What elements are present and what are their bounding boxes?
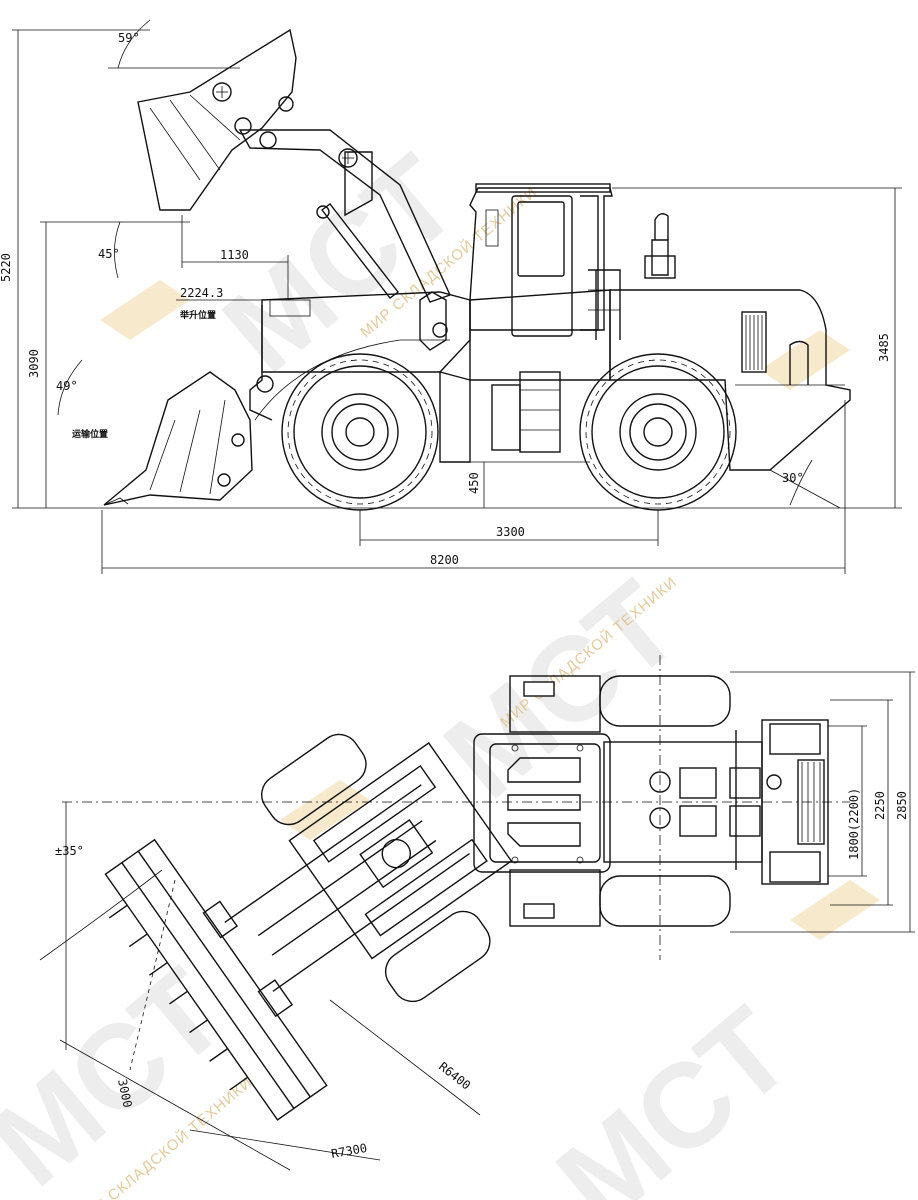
- label-transport-position: 运输位置: [72, 428, 108, 440]
- dim-dump-height: 3090: [27, 349, 41, 378]
- dim-reach: 1130: [220, 248, 249, 262]
- tilt-link: [344, 151, 373, 217]
- dim-wheelbase: 3300: [496, 525, 525, 539]
- angle-dump: 45°: [98, 247, 120, 261]
- front-section-articulated: [104, 733, 513, 1121]
- dim-overall-width: 2850: [895, 791, 909, 820]
- angle-departure: 30°: [782, 471, 804, 485]
- centre-section: [439, 371, 471, 463]
- dim-ground-clearance: 450: [467, 472, 481, 494]
- watermark-chevron-3: [760, 330, 850, 390]
- rear-light: [789, 340, 809, 385]
- watermark-brand-4: МСТ: [533, 982, 816, 1200]
- top-view: ±35° 3000 R6400 R7300 1800(2200) 2250 28…: [39, 655, 915, 1171]
- angle-rollback-top: 59°: [118, 31, 140, 45]
- dim-bucket-width: 3000: [115, 1078, 135, 1109]
- watermark-brand-3: МСТ: [0, 944, 250, 1200]
- bucket-transport: [103, 371, 253, 506]
- handrail: [588, 269, 621, 340]
- dim-turn-radius-outer: R7300: [330, 1141, 368, 1161]
- watermark-chevron-1: [100, 280, 190, 340]
- rear-body-top: [603, 719, 829, 885]
- rear-tyre-bottom: [599, 875, 731, 927]
- rear-wheel: [579, 353, 737, 511]
- label-max-lift-position: 举升位置: [179, 309, 216, 321]
- dim-overall-length: 8200: [430, 553, 459, 567]
- dim-turn-radius-inner: R6400: [436, 1059, 473, 1092]
- side-view: 5220 3090 3485 1130 2224.3 举升位置 运输位置 450…: [0, 19, 902, 574]
- bucket-top: [104, 838, 328, 1121]
- rear-body: [469, 213, 851, 471]
- watermark-chevron-2: [280, 780, 370, 840]
- front-frame: [238, 129, 471, 421]
- cab-door: [511, 195, 573, 337]
- cab: [469, 183, 621, 453]
- top-dimension-lines: [39, 671, 915, 1171]
- lift-cylinder: [321, 203, 399, 299]
- angle-rollback-carry: 49°: [56, 379, 78, 393]
- dim-total-height: 5220: [0, 253, 13, 282]
- dim-hinge-lift: 2224.3: [180, 286, 223, 300]
- bucket-raised: [137, 28, 297, 211]
- side-dimension-lines: [12, 19, 902, 574]
- boom-arm-raised: [238, 129, 451, 303]
- cab-top: [473, 675, 611, 927]
- dim-width-tyres: 2250: [873, 791, 887, 820]
- watermark-chevron-4: [790, 880, 880, 940]
- cab-window: [517, 201, 565, 277]
- dim-articulation: ±35°: [55, 844, 84, 858]
- dim-track-width: 1800(2200): [847, 788, 861, 860]
- access-steps: [519, 371, 561, 453]
- dim-cab-height: 3485: [877, 333, 891, 362]
- exhaust-stack: [651, 239, 669, 276]
